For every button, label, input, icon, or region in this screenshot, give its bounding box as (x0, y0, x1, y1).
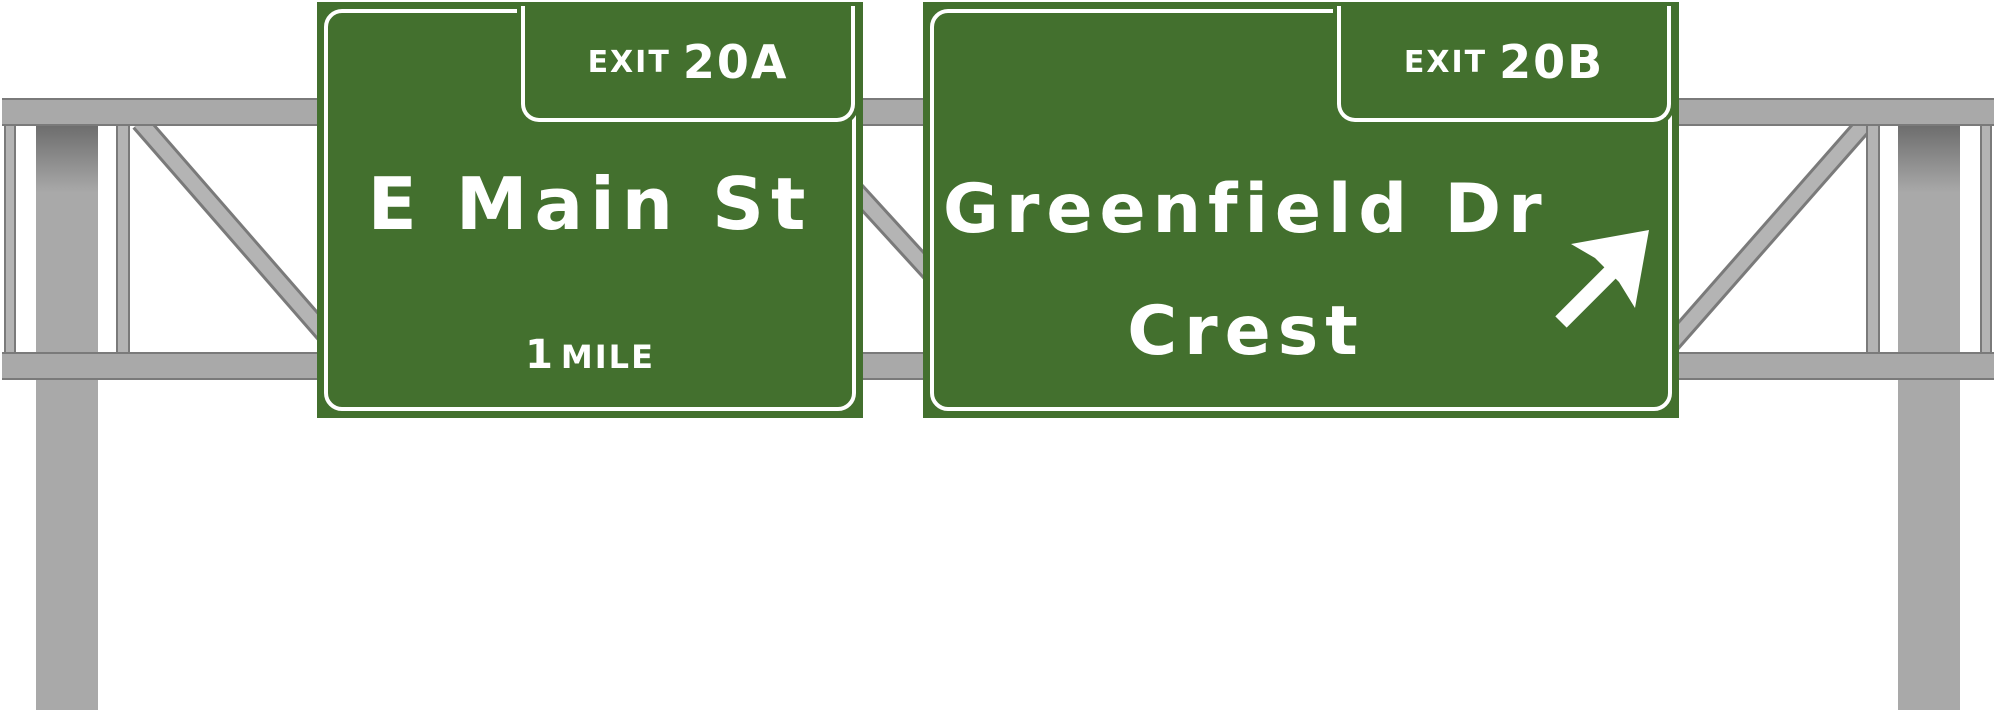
exit-number: 20B (1499, 35, 1605, 89)
destination-line-2: Crest (1127, 292, 1365, 371)
guide-sign-exit-20b: EXIT 20B Greenfield Dr Crest (923, 2, 1679, 418)
exit-word: EXIT (587, 44, 671, 80)
truss-vertical-right-inner (1866, 122, 1880, 354)
exit-word: EXIT (1403, 44, 1488, 80)
sign-border (930, 9, 1672, 411)
distance-number: 1 (525, 332, 553, 378)
support-post-right (1898, 122, 1960, 710)
exit-tab: EXIT 20B (1337, 6, 1671, 122)
destination-line-1: Greenfield Dr (943, 170, 1549, 249)
arrow-up-right-icon (1555, 230, 1649, 328)
truss-vertical-left-inner (116, 122, 130, 354)
support-post-left (36, 122, 98, 710)
truss-vertical-left-outer (4, 122, 16, 354)
distance-unit: MILE (560, 338, 655, 376)
exit-number: 20A (682, 35, 789, 89)
exit-tab: EXIT 20A (521, 6, 855, 122)
truss-vertical-right-outer (1980, 122, 1992, 354)
destination-line: E Main St (367, 162, 813, 246)
